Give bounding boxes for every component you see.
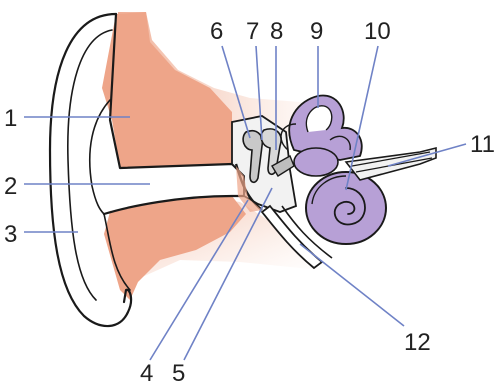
label-4: 4 (140, 360, 153, 384)
label-11: 11 (470, 131, 495, 158)
label-3: 3 (4, 221, 17, 248)
label-6: 6 (210, 18, 223, 45)
label-8: 8 (270, 18, 283, 45)
vestibule (294, 148, 338, 176)
label-10: 10 (364, 18, 391, 45)
label-2: 2 (4, 173, 17, 200)
label-1: 1 (4, 105, 17, 132)
leader-12 (300, 244, 404, 326)
label-5: 5 (172, 360, 185, 384)
label-7: 7 (246, 18, 259, 45)
cochlea (306, 172, 386, 244)
label-9: 9 (310, 18, 323, 45)
label-12: 12 (404, 329, 431, 356)
